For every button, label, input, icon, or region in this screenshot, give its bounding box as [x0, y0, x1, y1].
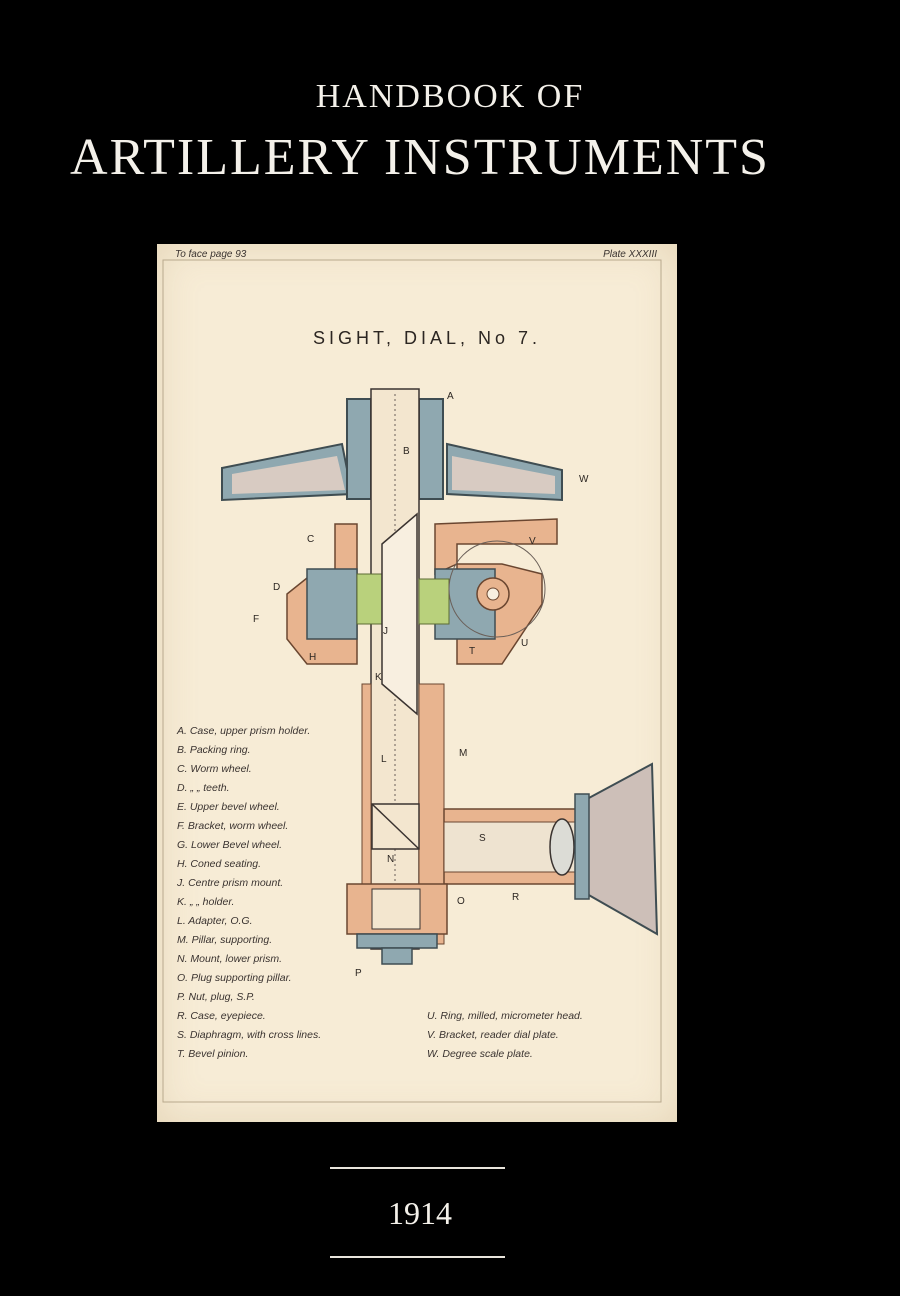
callout-t: T	[469, 646, 475, 657]
legend-item: H. Coned seating.	[177, 858, 261, 870]
callout-m: M	[459, 748, 467, 759]
plate-border	[162, 259, 662, 1103]
legend-item: N. Mount, lower prism.	[177, 953, 282, 965]
legend-item: L. Adapter, O.G.	[177, 915, 252, 927]
legend-item: K. „ „ holder.	[177, 896, 234, 908]
legend-item: B. Packing ring.	[177, 744, 251, 756]
centre-prism	[381, 512, 418, 716]
legend-item: W. Degree scale plate.	[427, 1048, 533, 1060]
callout-w: W	[579, 474, 589, 485]
callout-f: F	[253, 614, 259, 625]
micrometer-hub	[486, 587, 500, 601]
callout-a: A	[447, 391, 454, 402]
divider-bottom	[330, 1256, 505, 1258]
plate-page-ref: To face page 93	[175, 249, 247, 260]
callout-p: P	[355, 968, 362, 979]
sight-dial-drawing: To face page 93 Plate XXXIII SIGHT, DIAL…	[162, 249, 662, 1103]
nut-plug	[356, 933, 438, 949]
legend-item: S. Diaphragm, with cross lines.	[177, 1029, 321, 1041]
legend-item: M. Pillar, supporting.	[177, 934, 272, 946]
callout-d: D	[273, 582, 280, 593]
legend-right: U. Ring, milled, micrometer head. V. Bra…	[427, 1010, 583, 1060]
publication-year: 1914	[388, 1195, 452, 1231]
bevel-wheel-left	[356, 573, 386, 625]
plate-number: Plate XXXIII	[603, 249, 657, 260]
scale-plate-right-inner	[452, 456, 555, 494]
eyecup-ring	[574, 793, 590, 900]
callout-l: L	[381, 754, 387, 765]
callout-j: J	[383, 626, 388, 637]
callout-h: H	[309, 652, 316, 663]
engraved-plate: To face page 93 Plate XXXIII SIGHT, DIAL…	[157, 244, 677, 1122]
callout-k: K	[375, 672, 382, 683]
legend-item: V. Bracket, reader dial plate.	[427, 1029, 559, 1041]
legend-item: T. Bevel pinion.	[177, 1048, 248, 1060]
legend-item: A. Case, upper prism holder.	[176, 725, 310, 737]
callout-letters: A B W C V D F H J T U K L M S N R O P	[253, 391, 589, 979]
legend-item: C. Worm wheel.	[177, 763, 252, 775]
eyecup	[586, 762, 659, 936]
upper-holder-right	[418, 398, 444, 500]
callout-b: B	[403, 446, 410, 457]
legend-item: D. „ „ teeth.	[177, 782, 230, 794]
legend-item: U. Ring, milled, micrometer head.	[427, 1010, 583, 1022]
legend-item: O. Plug supporting pillar.	[177, 972, 292, 984]
scale-plate-left-inner	[232, 456, 345, 494]
bevel-wheel-right	[418, 578, 450, 625]
title-line-1: HANDBOOK OF	[315, 78, 585, 115]
lower-prism-face	[371, 803, 420, 850]
legend-item: F. Bracket, worm wheel.	[177, 820, 288, 832]
legend-left: A. Case, upper prism holder. B. Packing …	[176, 725, 321, 1060]
legend-item: R. Case, eyepiece.	[177, 1010, 266, 1022]
callout-o: O	[457, 896, 465, 907]
callout-c: C	[307, 534, 314, 545]
callout-s: S	[479, 833, 486, 844]
worm-wheel-left	[306, 568, 358, 640]
title-line-2: ARTILLERY INSTRUMENTS	[70, 129, 770, 186]
legend-item: E. Upper bevel wheel.	[177, 801, 280, 813]
callout-v: V	[529, 536, 536, 547]
upper-holder-left	[346, 398, 372, 500]
eyepiece-lens	[549, 818, 575, 876]
plug-bore	[371, 888, 421, 930]
legend-item: J. Centre prism mount.	[176, 877, 283, 889]
callout-n: N	[387, 854, 394, 865]
legend-item: G. Lower Bevel wheel.	[177, 839, 282, 851]
callout-u: U	[521, 638, 528, 649]
reader-dial-circle	[448, 540, 546, 638]
plate-heading: SIGHT, DIAL, No 7.	[313, 328, 541, 348]
callout-r: R	[512, 892, 519, 903]
nut-plug-stem	[381, 947, 413, 965]
divider-top	[330, 1167, 505, 1169]
legend-item: P. Nut, plug, S.P.	[177, 991, 255, 1003]
